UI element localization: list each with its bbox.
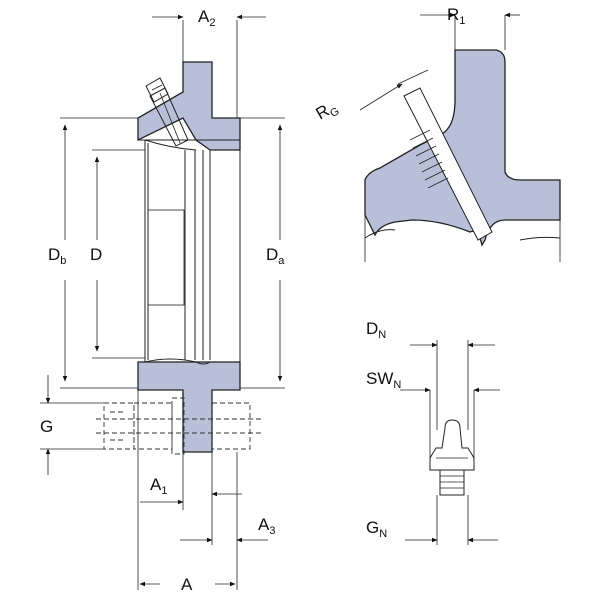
svg-text:R1: R1 xyxy=(447,5,465,27)
detail-lubrication-hole xyxy=(359,12,561,262)
label-a1: A1 xyxy=(150,475,167,497)
svg-text:A: A xyxy=(181,575,193,594)
label-db: Db xyxy=(48,245,66,267)
svg-text:DN: DN xyxy=(366,319,386,341)
label-a2: A2 xyxy=(198,7,215,29)
dimension-lines xyxy=(40,14,285,590)
label-g: G xyxy=(40,417,53,436)
label-dn: DN xyxy=(366,319,386,341)
svg-text:A3: A3 xyxy=(258,515,275,537)
label-a3: A3 xyxy=(258,515,275,537)
svg-text:G: G xyxy=(40,417,53,436)
svg-text:RG: RG xyxy=(313,97,342,126)
label-da: Da xyxy=(266,245,285,267)
label-rg: RG xyxy=(313,97,342,126)
label-r1: R1 xyxy=(447,5,465,27)
svg-text:Db: Db xyxy=(48,245,66,267)
svg-text:D: D xyxy=(90,245,102,264)
svg-text:A1: A1 xyxy=(150,475,167,497)
label-gn: GN xyxy=(366,518,387,540)
svg-text:SWN: SWN xyxy=(366,369,401,391)
svg-text:GN: GN xyxy=(366,518,387,540)
housing-cross-section xyxy=(96,61,262,455)
label-d: D xyxy=(90,245,102,264)
label-a: A xyxy=(181,575,193,594)
bolt-dashed-icon xyxy=(96,397,262,455)
svg-text:A2: A2 xyxy=(198,7,215,29)
grease-nipple-top-icon xyxy=(145,77,189,147)
grease-nipple-detail xyxy=(400,340,500,545)
label-swn: SWN xyxy=(366,369,401,391)
svg-text:Da: Da xyxy=(266,245,285,267)
